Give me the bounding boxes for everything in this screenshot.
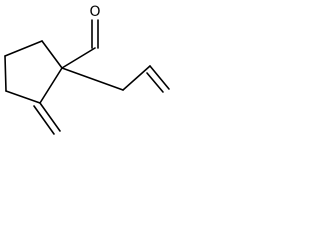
molecule-drawing: O: [4, 4, 170, 135]
methylene-bond-outer: [39, 102, 61, 132]
vinyl-double-bond-outer: [149, 65, 170, 90]
allyl-bond-ch2-ch: [122, 65, 151, 91]
aldehyde-group: O: [61, 4, 101, 69]
methylene-double-bond: [33, 102, 61, 135]
structure-canvas: O: [0, 0, 174, 144]
allyl-bond-c1-ch2: [61, 67, 124, 91]
ring-bond-c3-c4: [4, 55, 7, 92]
methylene-bond-inner: [33, 105, 55, 135]
allyl-chain: [61, 65, 170, 93]
ring-bond-c4-c5: [5, 90, 41, 104]
oxygen-label: O: [89, 4, 100, 20]
vinyl-double-bond-inner: [146, 72, 164, 93]
ring-bond-c2-c3: [4, 40, 43, 57]
ring-bond-c5-c1: [39, 67, 63, 104]
cyclopentane-ring: [4, 40, 63, 104]
aldehyde-bond-c1-cho: [61, 47, 96, 69]
ring-bond-c1-c2: [41, 40, 63, 69]
